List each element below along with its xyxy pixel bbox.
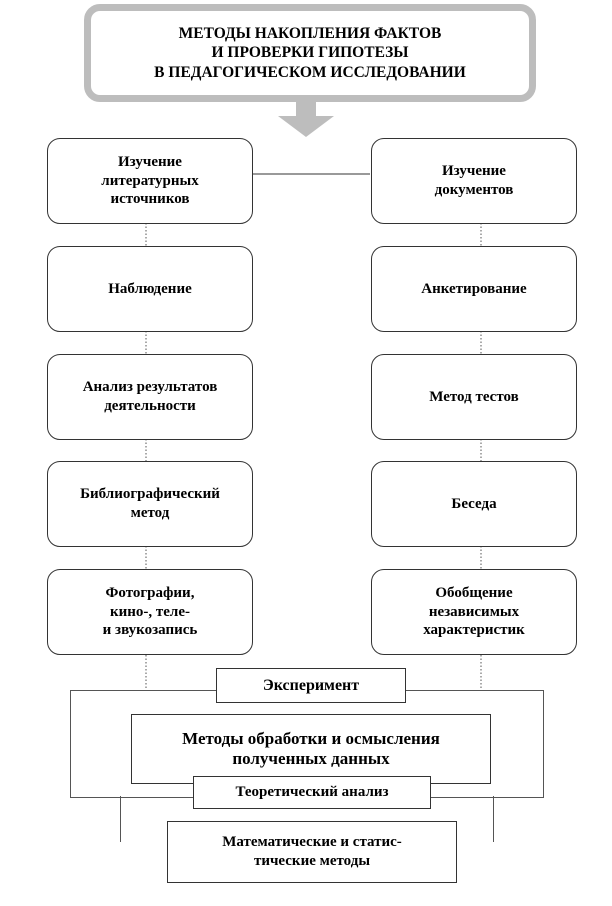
box-line: источников <box>110 191 190 208</box>
box-line: Изучение <box>442 163 506 180</box>
box-line: Фотографии, <box>105 584 195 601</box>
title-box: МЕТОДЫ НАКОПЛЕНИЯ ФАКТОВ И ПРОВЕРКИ ГИПО… <box>84 4 536 102</box>
method-box-documents: Изучение документов <box>371 138 577 224</box>
processing-line-1: Методы обработки и осмысления <box>182 728 440 748</box>
math-line-2: тические методы <box>253 853 371 869</box>
box-line: Метод тестов <box>429 388 519 405</box>
box-line: литературных <box>101 172 199 189</box>
method-box-photo-video: Фотографии, кино-, теле- и звукозапись <box>47 569 253 655</box>
method-box-characteristics: Обобщение независимых характеристик <box>371 569 577 655</box>
math-line-1: Математические и статис- <box>222 834 402 851</box>
box-line: документов <box>434 182 514 198</box>
theoretical-box: Теоретический анализ <box>193 776 431 809</box>
processing-box: Методы обработки и осмысления полученных… <box>131 714 491 784</box>
box-line: Анкетирование <box>421 280 527 297</box>
title-line-3: В ПЕДАГОГИЧЕСКОМ ИССЛЕДОВАНИИ <box>154 63 466 81</box>
box-line: Наблюдение <box>108 280 192 297</box>
method-box-literature: Изучение литературных источников <box>47 138 253 224</box>
method-box-questionnaire: Анкетирование <box>371 246 577 332</box>
box-line: Обобщение <box>435 584 513 601</box>
box-line: Анализ результатов <box>82 379 218 396</box>
theoretical-label: Теоретический анализ <box>235 784 389 801</box>
box-line: Изучение <box>118 153 182 170</box>
box-line: Библиографический <box>80 486 220 503</box>
title-line-2: И ПРОВЕРКИ ГИПОТЕЗЫ <box>211 44 409 62</box>
method-box-bibliographic: Библиографический метод <box>47 461 253 547</box>
title-line-1: МЕТОДЫ НАКОПЛЕНИЯ ФАКТОВ <box>178 24 442 42</box>
box-line: и звукозапись <box>102 622 198 639</box>
processing-line-2: полученных данных <box>232 749 390 768</box>
box-line: независимых <box>428 603 520 620</box>
box-line: деятельности <box>104 398 196 414</box>
math-box: Математические и статис- тические методы <box>167 821 457 883</box>
down-arrow-icon <box>278 102 334 137</box>
math-bracket <box>120 796 494 842</box>
method-box-activity-analysis: Анализ результатов деятельности <box>47 354 253 440</box>
box-line: Беседа <box>451 495 497 512</box>
box-line: метод <box>130 505 170 521</box>
method-box-observation: Наблюдение <box>47 246 253 332</box>
method-box-tests: Метод тестов <box>371 354 577 440</box>
experiment-box: Эксперимент <box>216 668 406 703</box>
experiment-label: Эксперимент <box>262 676 360 694</box>
box-line: кино-, теле- <box>109 603 190 620</box>
box-line: характеристик <box>423 622 525 639</box>
method-box-conversation: Беседа <box>371 461 577 547</box>
